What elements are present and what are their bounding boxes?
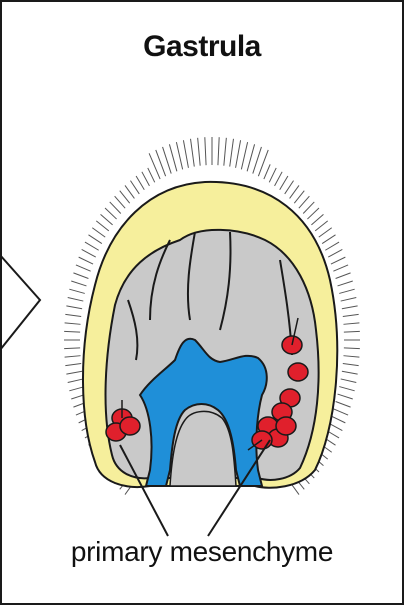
mesenchyme-cell — [288, 363, 308, 381]
cilium — [285, 181, 294, 194]
cilium — [120, 191, 130, 204]
cilium — [115, 196, 126, 208]
cilium — [236, 140, 241, 168]
cilium — [169, 144, 176, 171]
cilium — [269, 168, 276, 182]
cilium — [218, 137, 219, 165]
primary-mesenchyme-label: primary mesenchyme — [0, 536, 404, 568]
cilium — [65, 314, 81, 316]
cilium — [65, 356, 81, 357]
cilium — [68, 379, 84, 383]
cilium — [76, 265, 91, 271]
diagram-title: Gastrula — [0, 30, 404, 64]
cilium — [142, 172, 150, 186]
cilium — [230, 139, 234, 167]
cilium — [68, 297, 84, 301]
cilium — [331, 257, 345, 264]
cilium — [322, 235, 335, 244]
cilium — [344, 348, 360, 349]
mesenchyme-cell — [276, 417, 296, 435]
cilium — [333, 409, 348, 415]
cilium — [205, 137, 206, 165]
cilium — [344, 331, 360, 332]
cilium — [65, 323, 81, 324]
cilium — [264, 164, 270, 179]
cilium — [343, 356, 359, 357]
cilium — [290, 185, 299, 198]
cilium — [280, 176, 288, 190]
cilium — [339, 289, 354, 293]
cilium — [343, 314, 359, 316]
cilium — [66, 371, 82, 374]
cilium — [65, 363, 81, 365]
cilium — [125, 185, 134, 198]
cilium — [148, 168, 155, 182]
cilium — [69, 289, 84, 293]
cilium — [338, 394, 353, 399]
cilium — [307, 208, 319, 219]
cilium — [336, 401, 351, 407]
cilium — [136, 176, 144, 190]
cilium — [73, 273, 88, 279]
mesenchyme-cell — [120, 417, 140, 435]
cilium — [96, 221, 109, 231]
cilium — [319, 228, 332, 237]
cilium — [315, 221, 328, 231]
cilium — [198, 138, 201, 166]
cilium — [333, 265, 348, 271]
cilium — [82, 249, 96, 257]
cilium — [275, 172, 283, 186]
cilium — [325, 242, 339, 250]
cilium — [328, 249, 342, 257]
cilium — [247, 144, 254, 171]
cilium — [339, 387, 354, 391]
cilium — [342, 306, 358, 309]
cilium — [79, 257, 93, 264]
cilium — [88, 235, 101, 244]
cilium — [341, 379, 357, 383]
cilium — [253, 147, 262, 174]
cilium — [311, 214, 323, 225]
cilium — [71, 281, 86, 286]
previous-stage-arrow — [0, 255, 40, 350]
cilium — [343, 323, 359, 324]
cilium — [341, 297, 357, 301]
cilium — [241, 142, 247, 169]
cilium — [336, 273, 351, 279]
cilium — [331, 416, 345, 423]
cilium — [163, 147, 172, 174]
cilium — [299, 196, 310, 208]
cilium — [64, 331, 80, 332]
cilium — [64, 348, 80, 349]
cilium — [303, 202, 314, 214]
cilium — [343, 363, 359, 365]
cilium — [342, 371, 358, 374]
cilium — [191, 139, 195, 167]
cilium — [110, 202, 121, 214]
cilium — [85, 242, 99, 250]
cilium — [176, 142, 182, 169]
cilium — [92, 228, 105, 237]
cilium — [66, 306, 82, 309]
cilium — [224, 138, 227, 166]
cilium — [101, 214, 113, 225]
cilium — [105, 208, 117, 219]
cilium — [294, 191, 304, 204]
cilium — [130, 181, 139, 194]
cilium — [183, 140, 188, 168]
cilium — [338, 281, 353, 286]
